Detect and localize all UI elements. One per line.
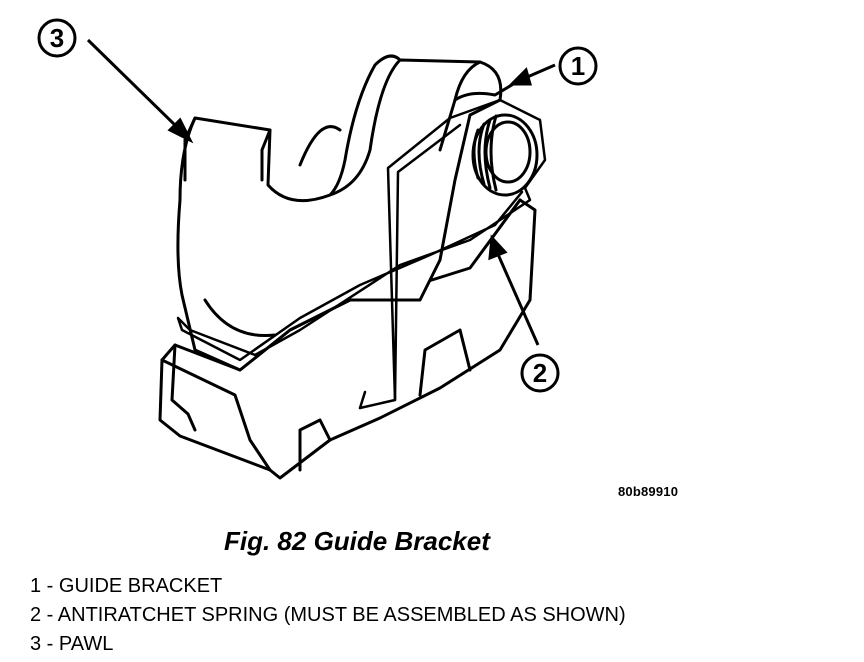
legend-item: 3 - PAWL: [30, 633, 114, 655]
callout-1-label: 1: [571, 51, 585, 81]
figure-caption: Fig. 82 Guide Bracket: [224, 526, 490, 556]
callout-3-label: 3: [50, 23, 64, 53]
legend-list: 1 - GUIDE BRACKET 2 - ANTIRATCHET SPRING…: [30, 572, 626, 659]
callout-1: 1: [558, 46, 598, 86]
pivot-coil: [453, 78, 539, 197]
callout-arrows: [86, 38, 556, 346]
callout-3: 3: [37, 18, 77, 58]
legend-item: 1 - GUIDE BRACKET: [30, 575, 223, 597]
legend-item: 2 - ANTIRATCHET SPRING (MUST BE ASSEMBLE…: [30, 604, 626, 626]
image-code: 80b89910: [618, 484, 679, 499]
callout-2-label: 2: [533, 358, 547, 388]
antiratchet-spring: [176, 98, 547, 410]
guide-bracket-illustration: 3 1 2: [37, 18, 598, 480]
callout-2: 2: [520, 353, 560, 393]
